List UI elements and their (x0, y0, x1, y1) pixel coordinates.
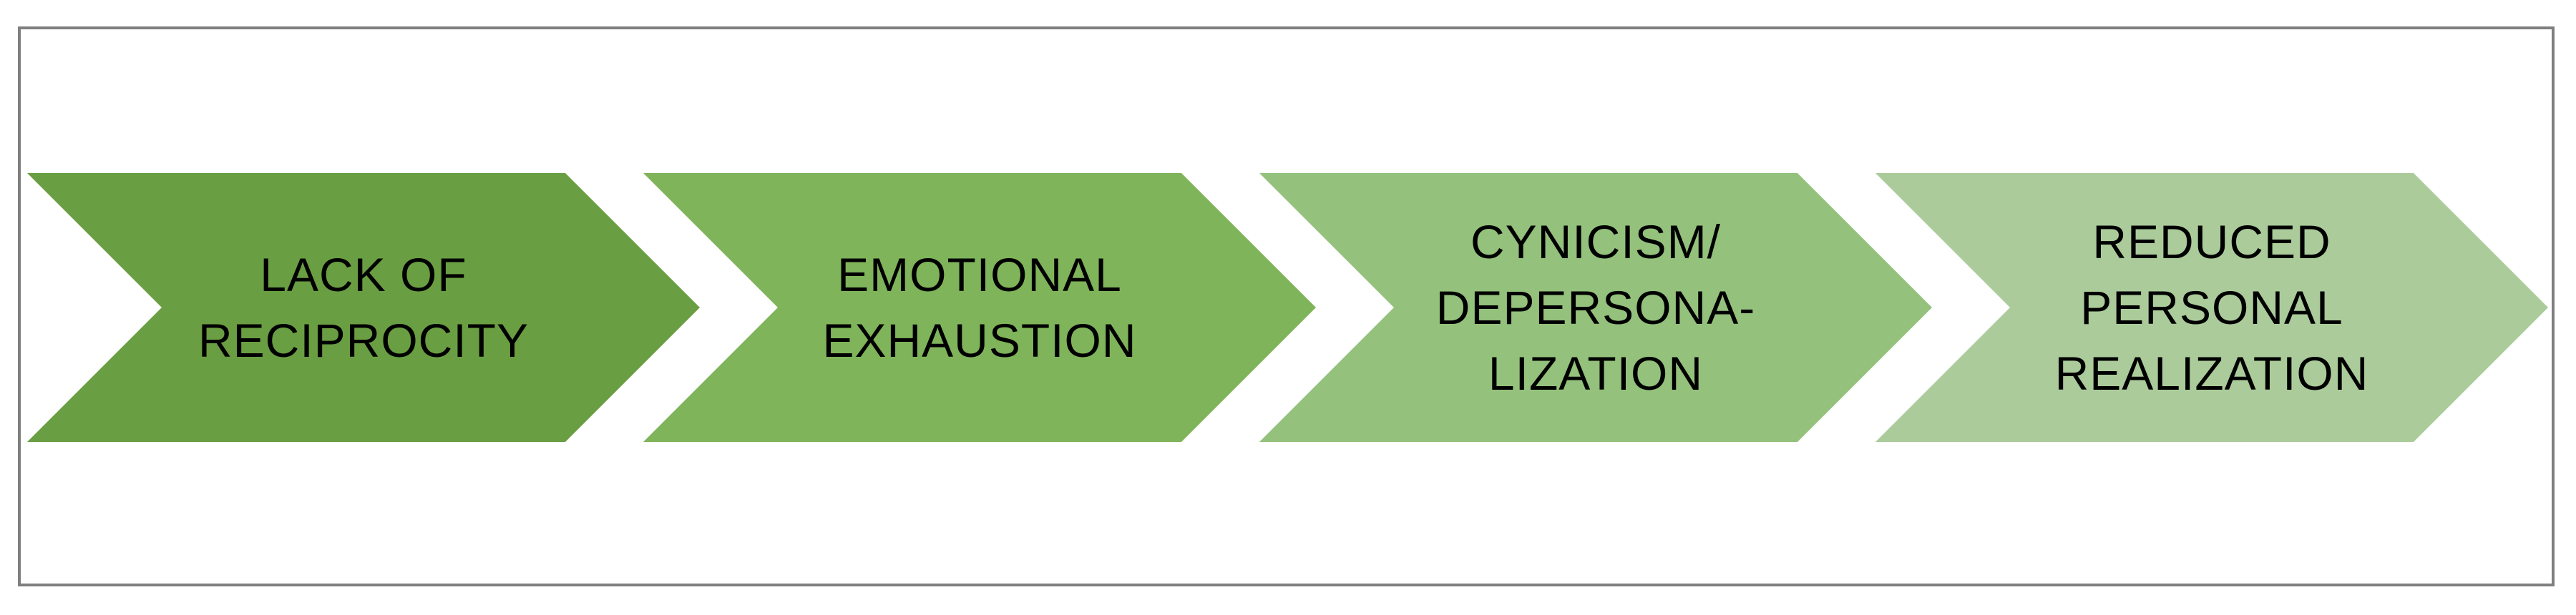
chevron-shape-1 (27, 173, 700, 442)
step-reduced-personal-realization: REDUCED PERSONAL REALIZATION (1875, 173, 2548, 442)
step-label-line: LACK OF (260, 248, 467, 301)
step-label-line: REDUCED (2092, 215, 2331, 268)
step-cynicism-depersonalization: CYNICISM/ DEPERSONA- LIZATION (1259, 173, 1932, 442)
chevron-shape-3 (1259, 173, 1932, 442)
step-label-1: LACK OF RECIPROCITY (27, 173, 700, 442)
step-label-3: CYNICISM/ DEPERSONA- LIZATION (1259, 173, 1932, 442)
step-label-line: CYNICISM/ (1470, 215, 1722, 268)
chevron-shape-2 (643, 173, 1316, 442)
step-emotional-exhaustion: EMOTIONAL EXHAUSTION (643, 173, 1316, 442)
step-lack-of-reciprocity: LACK OF RECIPROCITY (27, 173, 700, 442)
step-label-line: REALIZATION (2054, 347, 2369, 400)
step-label-line: DEPERSONA- (1435, 281, 1756, 334)
step-label-2: EMOTIONAL EXHAUSTION (643, 173, 1316, 442)
step-label-line: EXHAUSTION (822, 314, 1137, 367)
step-label-line: RECIPROCITY (197, 314, 530, 367)
step-label-4: REDUCED PERSONAL REALIZATION (1875, 173, 2548, 442)
chevron-shape-4 (1875, 173, 2548, 442)
step-label-line: LIZATION (1488, 347, 1704, 400)
step-label-line: PERSONAL (2080, 281, 2343, 334)
step-label-line: EMOTIONAL (837, 248, 1122, 301)
